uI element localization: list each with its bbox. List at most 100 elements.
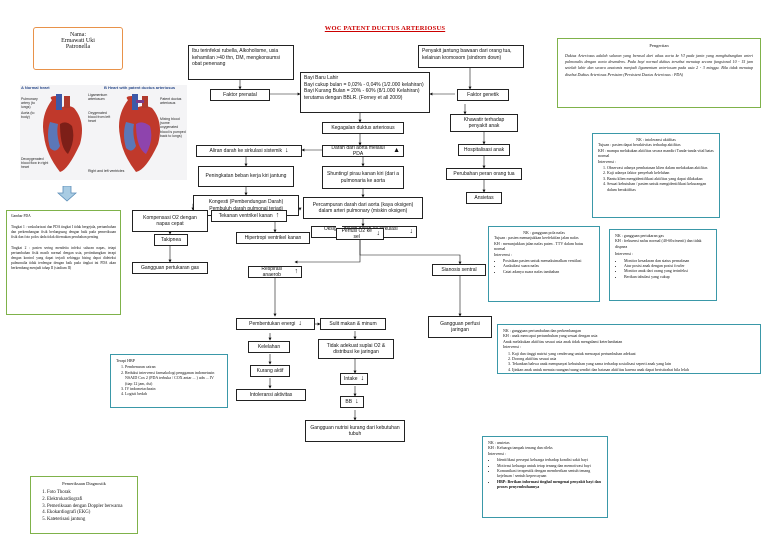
label-oxygenated: Oxygenated blood from left heart: [88, 111, 111, 124]
box-darah-aorta-text: Darah dari aorta melalui PDA: [331, 144, 385, 158]
page-title: WOC PATENT DUCTUS ARTERIOSUS: [324, 25, 446, 32]
pemeriksaan-item: Ekokardiografi (EKG): [47, 510, 131, 517]
arrow-down-icon: ↓: [355, 398, 359, 406]
box-bb-text: BB: [345, 398, 353, 405]
perfusi-nic-title: NK : gangguan pertumbuhan dan perkembang…: [503, 328, 581, 333]
box-percampuran: Percampuran darah dari aorta (kaya oksig…: [303, 197, 423, 219]
pemeriksaan-item: Foto Thorak: [47, 490, 131, 497]
box-gangguan-gas: Gangguan pertukaran gas: [132, 262, 208, 274]
pertukaran-gas-kh: KH : frekuensi nafas normal (40-60x/meni…: [615, 238, 702, 249]
normal-heart-label: A Normal heart: [21, 85, 50, 90]
box-ibu: Ibu terinfeksi rubella, Alkoholisme, usi…: [188, 45, 294, 80]
pola-napas-item: Auskultasi suara nafas: [503, 263, 594, 268]
box-bb: BB↓: [340, 396, 364, 408]
box-perubahan-peran: Perubahan peran orang tua: [446, 168, 522, 180]
pola-napas-kh: KH : menunjukkan jalan nafas paten . TTV…: [494, 240, 584, 252]
intoleransi-nic-item: Bantu klien mengidentifikasi aktifitas y…: [607, 176, 714, 181]
gambar-pda-title: Gambar PDA: [11, 214, 31, 218]
pemeriksaan-item: Kateterisasi jantung: [47, 517, 131, 524]
student-name-line2: Patronella: [65, 44, 91, 50]
label-ligamentum: Ligamentum arteriosum: [88, 93, 108, 102]
perfusi-nic-kh2: Anak melakukan aktifitas sesuai usia ana…: [503, 338, 623, 344]
pola-napas-item: Posisikan pasien untuk memaksimalkan ven…: [503, 258, 594, 263]
pengertian-title: Pengertian: [649, 43, 669, 48]
pola-napas-box: NK : gangguan pola nafas Tujuan : pasien…: [488, 226, 600, 302]
pertukaran-gas-item: Monitor anak dari orang yang terinfeksi: [624, 268, 711, 273]
arrow-down-icon: ↓: [409, 228, 414, 236]
pemeriksaan-title: Pemeriksaan Diagnostik: [62, 481, 106, 486]
box-penyakit: Penyakit jantung bawaan dari orang tua, …: [418, 45, 524, 68]
box-ansietas: Ansietas: [466, 192, 502, 204]
pemeriksaan-item: Pemeriksaan dengan Doppler berwarna: [47, 504, 131, 511]
student-name-box: Nama: Ermawati Uki Patronella: [33, 27, 123, 70]
box-faktor-genetik: Faktor genetik: [457, 89, 509, 101]
box-bayi: Bayi Baru Lahir Bayi cukup bulan = 0,02%…: [300, 72, 430, 113]
terapi-item: Reduksi intervensi farmakologi pengganan…: [125, 370, 222, 386]
intoleransi-nic-tujuan: Tujuan : pasien dapat beraktivitas terha…: [598, 142, 681, 148]
ansietas-nic-item: Motivasi keluarga untuk tetap tenang dan…: [497, 463, 602, 468]
label-deoxygenated: Deoxygenated blood flow in right heart: [21, 157, 49, 170]
arrow-down-icon: ↓: [285, 147, 289, 155]
box-aliran-text: Aliran darah ke sirkulasi sistemik: [209, 147, 283, 154]
box-perfusi-text: Perfusi O2 ke sel: [341, 227, 372, 241]
terapi-title: Terapi HBP: [116, 358, 135, 363]
intoleransi-nic-box: NK : intoleransi aktifitas Tujuan : pasi…: [592, 133, 720, 218]
perfusi-nic-item: Dorong aktifitas sesuai usia: [512, 356, 755, 361]
box-pembentukan: Pembentukan energi↓: [236, 318, 315, 330]
pola-napas-item: Catat adanya suara nafas tambahan: [503, 269, 594, 274]
box-intoleransi: Intoleransi aktivitas: [236, 389, 306, 401]
label-patent-ductus: Patent ductus arteriosus: [160, 97, 182, 106]
box-pembentukan-text: Pembentukan energi: [249, 320, 296, 327]
pertukaran-gas-box: NK : gangguan pertukaran gas KH : frekue…: [609, 229, 717, 301]
pertukaran-gas-intervensi: Intervensi :: [615, 251, 634, 257]
gambar-pda-tingkat2: Tingkat 2 : pasien sering mendeita infek…: [11, 246, 116, 271]
down-arrow-icon: [57, 186, 77, 202]
arrow-down-icon: ↓: [360, 375, 365, 383]
gambar-pda-tingkat1: Tingkat 1 : vaskularisasi dan PDA tingka…: [11, 225, 116, 240]
intoleransi-nic-item: Observasi adanya pembatasan klien dalam …: [607, 165, 714, 170]
box-gangguan-nutrisi: Gangguan nutrisi kurang dari kebutuhan t…: [305, 420, 405, 442]
box-tekanan-text: Tekanan ventrikel kanan: [218, 212, 273, 219]
pda-heart-label: B Heart with patent ductus arteriosus: [104, 85, 176, 90]
box-takipnea: Takipnea: [154, 234, 188, 246]
pola-napas-title: NK : gangguan pola nafas: [523, 230, 565, 235]
gambar-pda-box: Gambar PDA Tingkat 1 : vaskularisasi dan…: [6, 210, 121, 315]
pola-napas-tujuan: Tujuan : pasien menunjukkan keefektifan …: [494, 235, 579, 241]
pemeriksaan-box: Pemeriksaan Diagnostik Foto Thorak Elekt…: [30, 476, 138, 534]
perfusi-nic-intervensi: Intervensi :: [503, 344, 522, 350]
box-kompensasi: Kompensasi O2 dengan napas cepat: [132, 210, 208, 232]
box-intake-text: Intake: [343, 375, 358, 382]
arrow-up-icon: ↑: [294, 268, 299, 276]
pemeriksaan-item: Elektrokardiografi: [47, 497, 131, 504]
intoleransi-nic-item: Sesuai kebutuhan / pasien untuk mengiden…: [607, 181, 714, 192]
student-name-label: Nama:: [70, 32, 86, 38]
ansietas-nic-item: Identifikasi persepsi keluarga terhadap …: [497, 457, 602, 462]
ansietas-nic-box: NK : ansietas KH : Keluarga tampak tenan…: [482, 436, 608, 518]
box-peningkatan: Peningkatan beban kerja kiri jantung: [198, 166, 294, 187]
student-name: Ermawati Uki: [61, 38, 95, 44]
ansietas-nic-title: NK : ansietas: [488, 440, 510, 445]
terapi-item: IV indometachazin: [125, 386, 222, 391]
box-tekanan: Tekanan ventrikel kanan↑: [211, 210, 287, 222]
pda-heart-image: [119, 94, 160, 172]
intoleransi-nic-title: NK : intoleransi aktifitas: [636, 137, 676, 142]
perfusi-nic-item: Tekankan bahwa anak mempunyai kebutuhan …: [512, 361, 755, 366]
label-aorta: Aorta (to body): [21, 111, 35, 120]
label-ventricles: Right and left ventricles: [88, 169, 125, 173]
pengertian-text: Duktus Arteriosus adalah saluran yang be…: [565, 52, 753, 77]
heart-illustration: A Normal heart B Heart with patent ductu…: [20, 85, 187, 180]
terapi-item: Pembenaran cairan: [125, 364, 222, 369]
label-pulmonary-artery: Pulmonary artery (to lungs): [21, 97, 38, 110]
box-aliran: Aliran darah ke sirkulasi sistemik↓: [196, 145, 302, 157]
arrow-up-icon: ↑: [275, 212, 280, 220]
pertukaran-gas-item: Monitor kesadaran dan status pernafasan: [624, 258, 711, 263]
ansietas-nic-item: Komunikasi terapeutik dengan memberikan …: [497, 468, 602, 479]
box-kegagalan: Kegagalan duktus arteriosus: [322, 122, 404, 134]
box-hipertropi: Hipertropi ventrikel kanan: [236, 232, 310, 244]
box-respirasi-text: Respirasi anaerob: [261, 265, 283, 279]
box-gangguan-perfusi: Gangguan perfusi jaringan: [428, 316, 492, 338]
box-perfusi-o2-cell: Perfusi O2 ke sel↓: [336, 228, 384, 240]
arrow-down-icon: ↓: [298, 320, 302, 328]
normal-heart-image: [43, 94, 82, 172]
